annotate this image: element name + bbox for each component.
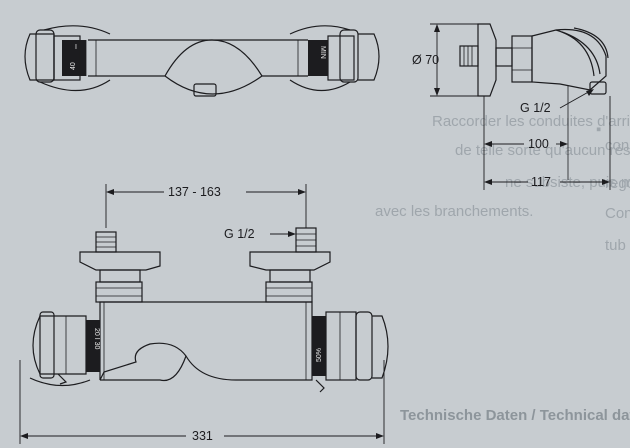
bleed-line-3: ne subsiste, puis monter le thermostat <box>505 174 630 191</box>
top-view-nub <box>193 83 217 97</box>
side-view-thread-label: G 1/2 <box>520 101 551 115</box>
dim-117-label: 117 <box>531 175 551 189</box>
front-view-left-handle <box>32 315 87 375</box>
bleed-line-2: de telle sorte qu'aucun résidu de saleté <box>455 142 630 159</box>
diameter-label: Ø 70 <box>412 53 439 67</box>
spacing-label: 137 - 163 <box>168 185 221 199</box>
front-view-left-label: 20 I 30 <box>93 328 100 350</box>
front-view-right-label: 50% <box>316 348 323 362</box>
bleed-fragment-4: tub <box>605 237 626 254</box>
front-view-thread-label: G 1/2 <box>224 227 255 241</box>
side-view-plate <box>477 23 497 97</box>
side-view-pipe <box>459 45 479 67</box>
top-view-left-handle <box>24 33 55 81</box>
top-view-right-label: MIN <box>319 46 326 59</box>
dim-100-label: 100 <box>528 137 549 151</box>
top-view-body <box>88 39 308 95</box>
top-view-left-label: 40 <box>70 62 77 70</box>
left-eccentric <box>79 251 161 271</box>
right-eccentric <box>249 251 331 271</box>
bleed-fragment-3: Con <box>605 205 630 222</box>
right-nut <box>265 281 313 303</box>
width-label: 331 <box>192 429 213 443</box>
bleed-fragment-2: rego <box>605 175 630 192</box>
top-view-left-mark: I <box>75 44 77 51</box>
bleed-marker: ▪ <box>596 121 601 138</box>
bleed-fragment-1: conn <box>605 137 630 154</box>
side-view-body <box>531 28 607 91</box>
bleed-footer: Technische Daten / Technical data <box>400 407 630 424</box>
front-view-body <box>99 301 313 381</box>
bleed-line-1: Raccorder les conduites d'arrivée d'eau, <box>432 113 630 130</box>
bleed-line-4: avec les branchements. <box>375 203 533 220</box>
front-view-right-handle <box>325 311 357 381</box>
left-nut <box>95 281 143 303</box>
